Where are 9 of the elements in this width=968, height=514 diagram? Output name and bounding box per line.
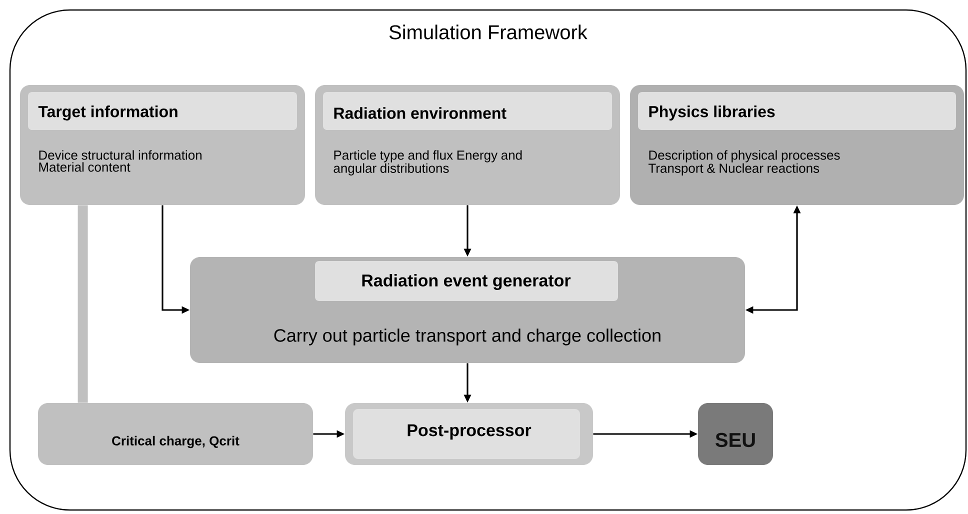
process-box: Post-processor: [345, 403, 593, 465]
process-box: Physics libraries Description of physical processes Transport & Nuclear reactions: [630, 85, 964, 205]
process-box: Radiation event generator Carry out particle transport and charge collection: [190, 257, 745, 363]
process-box: Radiation environment Particle type and flux Energy and angular distributions: [315, 85, 620, 205]
input-box: Critical charge, Qcrit: [38, 403, 313, 465]
connector-bar: [78, 205, 88, 403]
process-box: Target information Device structural information Material content: [20, 85, 305, 205]
output-box: SEU: [698, 403, 773, 465]
framework-title: Simulation Framework: [389, 24, 588, 40]
